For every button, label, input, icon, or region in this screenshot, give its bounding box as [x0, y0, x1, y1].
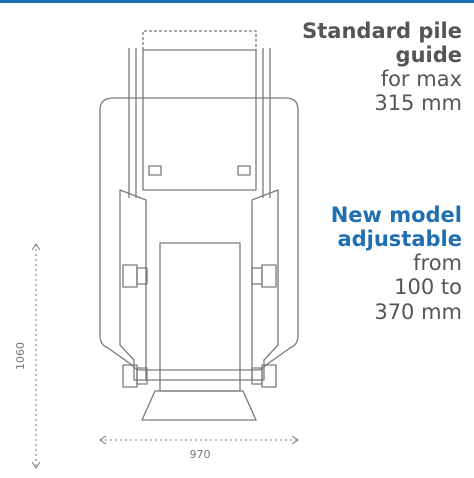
standard-title-line2: guide — [395, 43, 462, 68]
new-model-caption: New model adjustable from 100 to 370 mm — [272, 203, 462, 324]
height-dimension-label: 1060 — [14, 342, 27, 370]
top-rule — [0, 0, 474, 3]
right-channel — [251, 189, 279, 381]
central-tray — [159, 242, 241, 392]
left-channel — [119, 189, 147, 381]
new-model-line4: 100 to — [394, 275, 462, 300]
machine-body-outer — [99, 97, 299, 371]
bracket-left-upper — [122, 264, 138, 288]
new-model-line5: 370 mm — [374, 299, 462, 324]
pile-box — [142, 49, 257, 191]
standard-line3: for max — [380, 67, 462, 92]
standard-pile-guide-caption: Standard pile guide for max 315 mm — [272, 19, 462, 116]
tray-base — [141, 390, 257, 421]
new-model-title-line1: New model — [330, 203, 462, 227]
standard-title-line1: Standard pile — [302, 19, 462, 43]
new-model-title-line2: adjustable — [337, 227, 462, 252]
pile-outline-dashed — [142, 30, 257, 50]
standard-line4: 315 mm — [374, 91, 462, 116]
new-model-line3: from — [413, 251, 462, 276]
width-dimension-label: 970 — [190, 448, 211, 461]
